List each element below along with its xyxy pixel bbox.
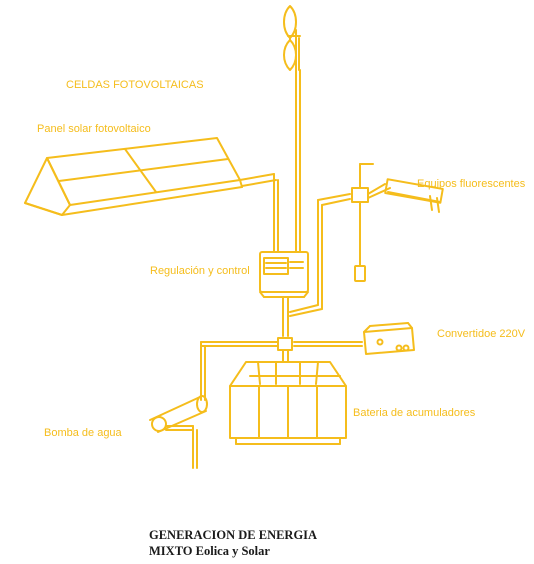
label-panel-solar: Panel solar fotovoltaico bbox=[37, 123, 151, 135]
water-pump bbox=[149, 395, 208, 469]
label-convertidor: Convertidoe 220V bbox=[437, 328, 526, 340]
label-bomba-agua: Bomba de agua bbox=[44, 427, 122, 439]
caption-line-1: GENERACION DE ENERGIA bbox=[149, 528, 318, 542]
battery-bank bbox=[229, 361, 347, 445]
label-equipos-fluorescentes: Equipos fluorescentes bbox=[417, 178, 526, 190]
main-cables bbox=[200, 193, 363, 401]
label-regulacion-control: Regulación y control bbox=[150, 265, 250, 277]
label-bateria: Bateria de acumuladores bbox=[353, 407, 476, 419]
label-celdas-fotovoltaicas: CELDAS FOTOVOLTAICAS bbox=[66, 79, 204, 91]
solar-panel bbox=[24, 137, 279, 253]
wind-turbine bbox=[283, 5, 301, 253]
converter-220v bbox=[363, 322, 415, 355]
caption-line-2: MIXTO Eolica y Solar bbox=[149, 544, 270, 558]
fluorescent-equipment bbox=[351, 163, 444, 282]
control-unit bbox=[259, 251, 309, 298]
junction-box bbox=[277, 337, 293, 351]
